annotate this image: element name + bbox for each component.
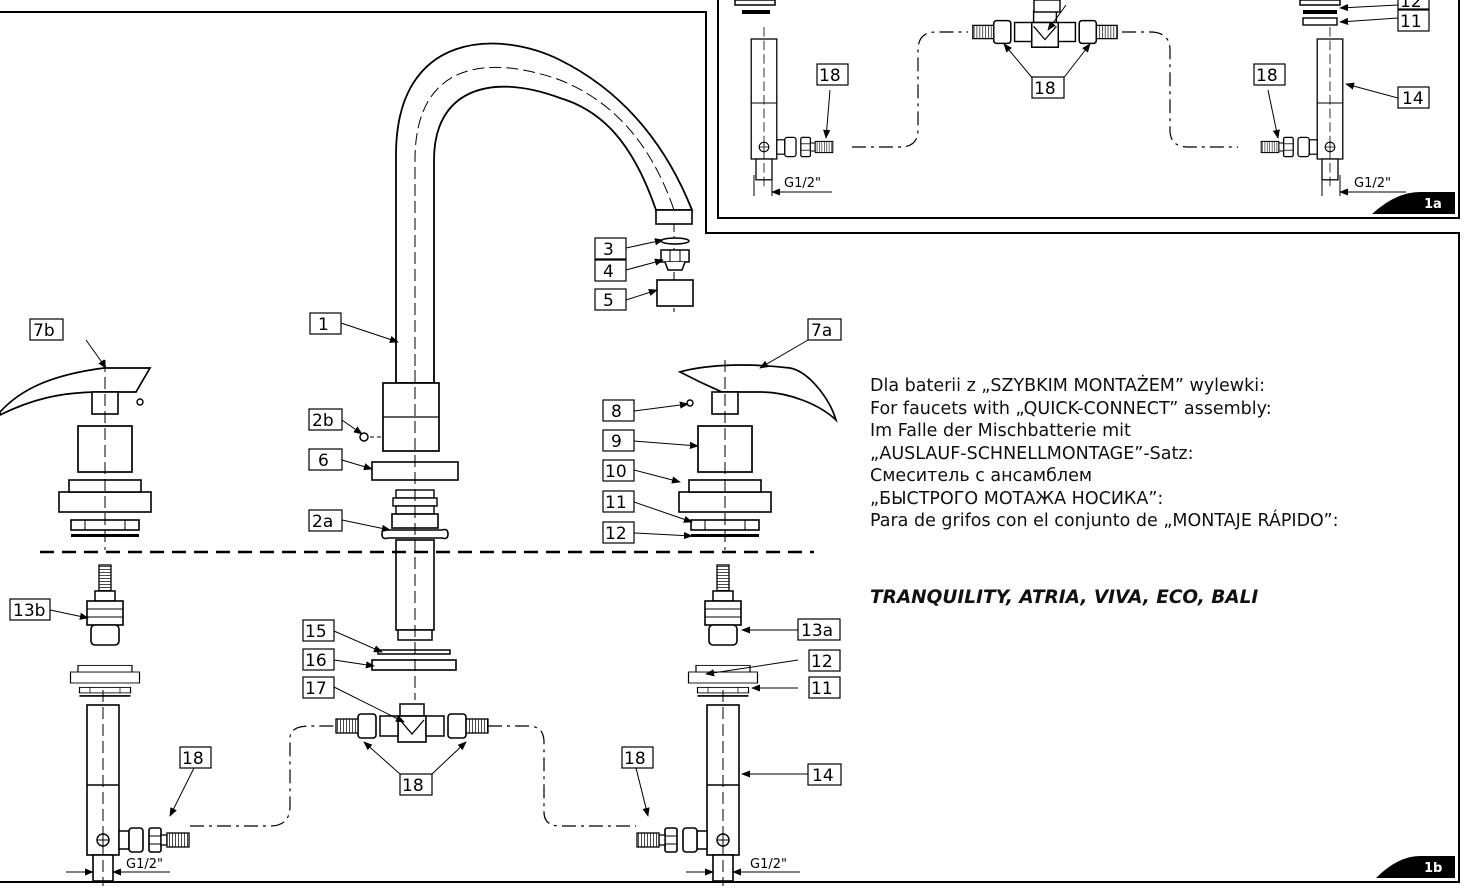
frame-inset-1a	[717, 0, 1460, 219]
svg-text:1a: 1a	[1424, 197, 1442, 212]
svg-text:4: 4	[603, 262, 614, 282]
svg-text:14: 14	[1402, 89, 1424, 109]
callout-9: 9	[602, 429, 635, 452]
callout-15: 15	[302, 619, 335, 642]
callout-1a-18-center: 18	[1031, 76, 1065, 99]
note-line-de-2: „AUSLAUF-SCHNELLMONTAGE”-Satz:	[870, 443, 1194, 464]
svg-text:12: 12	[1400, 0, 1422, 12]
svg-text:6: 6	[318, 451, 329, 471]
svg-text:9: 9	[611, 432, 622, 452]
svg-text:7b: 7b	[33, 321, 55, 341]
svg-text:13a: 13a	[801, 621, 833, 641]
svg-text:18: 18	[624, 749, 646, 769]
dimension-g12-left: G1/2"	[66, 857, 170, 878]
svg-text:10: 10	[605, 462, 627, 482]
svg-text:13b: 13b	[13, 601, 45, 621]
note-line-en: For faucets with „QUICK-CONNECT” assembl…	[870, 398, 1272, 419]
svg-text:18: 18	[819, 66, 841, 86]
frame-main	[0, 11, 1460, 883]
callout-11: 11	[602, 490, 635, 513]
figure-tag-1a: 1a	[1372, 192, 1455, 214]
svg-text:5: 5	[603, 291, 614, 311]
callout-2b: 2b	[308, 408, 343, 431]
handle-assembly-7b	[0, 360, 190, 890]
handle-assembly-7a	[636, 360, 838, 890]
callout-11-right: 11	[808, 676, 841, 699]
svg-text:12: 12	[605, 524, 627, 544]
dimension-g12-right: G1/2"	[686, 857, 800, 878]
callout-1a-18-left: 18	[816, 63, 849, 86]
svg-text:11: 11	[811, 679, 833, 699]
svg-text:15: 15	[305, 622, 327, 642]
callout-12-right: 12	[808, 649, 841, 672]
svg-text:2a: 2a	[312, 512, 333, 532]
thread-label: G1/2"	[750, 857, 787, 872]
callout-1a-18-right: 18	[1253, 63, 1286, 86]
callout-12: 12	[602, 521, 635, 544]
callout-1a-12: 12	[1397, 0, 1430, 12]
callout-13a: 13a	[797, 618, 841, 641]
figure-tag-1b: 1b	[1376, 856, 1455, 878]
thread-label: G1/2"	[784, 176, 821, 191]
callout-1: 1	[309, 312, 342, 335]
svg-text:2b: 2b	[312, 411, 334, 431]
tee-connector-main	[335, 703, 489, 743]
svg-text:12: 12	[811, 652, 833, 672]
svg-text:11: 11	[605, 493, 627, 513]
callout-13b: 13b	[9, 598, 51, 621]
callout-14: 14	[807, 763, 842, 786]
callout-10: 10	[602, 459, 635, 482]
callout-17: 17	[302, 676, 335, 699]
callouts: 1 2b 6 2a 3 4 5 7b 7a 8 9 10 11 12 13b 1…	[9, 0, 1430, 796]
callout-18-right: 18	[621, 746, 654, 769]
svg-text:17: 17	[305, 679, 327, 699]
callout-18-left: 18	[179, 746, 212, 769]
inset-1a-drawing: G1/2" G1/2"	[734, 0, 1406, 196]
thread-label: G1/2"	[126, 857, 163, 872]
note-line-pl: Dla baterii z „SZYBKIM MONTAŻEM” wylewki…	[870, 376, 1266, 396]
callout-2a: 2a	[308, 509, 343, 532]
callout-7b: 7b	[29, 318, 64, 341]
callout-16: 16	[302, 648, 335, 671]
svg-text:1: 1	[318, 315, 329, 335]
assembly-note: Dla baterii z „SZYBKIM MONTAŻEM” wylewki…	[870, 375, 1338, 533]
note-line-ru-1: Смеситель с ансамблем	[870, 466, 1093, 486]
spout-body	[359, 42, 694, 700]
callout-3: 3	[594, 237, 627, 260]
callout-18-center: 18	[399, 773, 433, 796]
svg-text:11: 11	[1400, 12, 1422, 32]
callout-1a-14: 14	[1397, 86, 1430, 109]
callout-5: 5	[594, 288, 627, 311]
callout-1a-11: 11	[1397, 9, 1430, 32]
svg-text:1b: 1b	[1424, 861, 1442, 876]
svg-text:3: 3	[603, 240, 614, 260]
hose-paths	[190, 725, 636, 827]
svg-text:18: 18	[1034, 79, 1056, 99]
model-list: TRANQUILITY, ATRIA, VIVA, ECO, BALI	[870, 587, 1259, 608]
callout-6: 6	[308, 448, 343, 471]
note-line-de-1: Im Falle der Mischbatterie mit	[870, 421, 1131, 441]
svg-text:16: 16	[305, 651, 327, 671]
svg-text:18: 18	[402, 776, 424, 796]
svg-text:7a: 7a	[811, 321, 832, 341]
note-line-ru-2: „БЫСТРОГО МОТАЖА НОСИКА”:	[870, 488, 1164, 509]
svg-text:18: 18	[1256, 66, 1278, 86]
svg-text:8: 8	[611, 402, 622, 422]
svg-text:14: 14	[812, 766, 834, 786]
svg-text:18: 18	[182, 749, 204, 769]
callout-7a: 7a	[807, 318, 842, 341]
callout-4: 4	[594, 259, 627, 282]
thread-label: G1/2"	[1354, 176, 1391, 191]
note-line-es: Para de grifos con el conjunto de „MONTA…	[870, 511, 1339, 531]
callout-8: 8	[602, 399, 635, 422]
leader-lines	[49, 3, 1399, 817]
